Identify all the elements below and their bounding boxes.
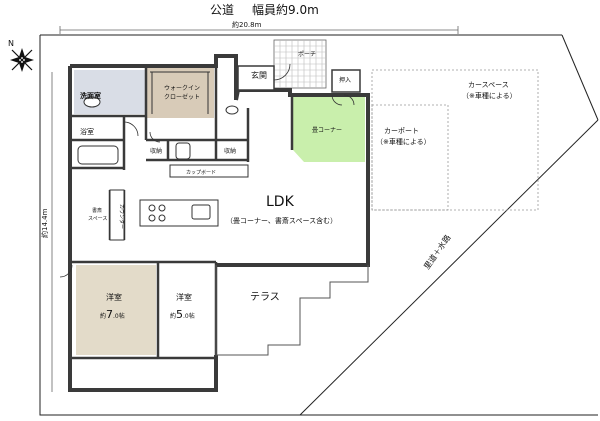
western-room-5-size: 約5.0帖 (170, 308, 195, 321)
car-space-area (371, 69, 539, 211)
top-dimension-label: 約20.8m (232, 20, 262, 29)
carport-note: （※車種による） (376, 137, 431, 146)
compass-icon: N (8, 39, 34, 72)
stove-icon (148, 204, 166, 222)
tatami-corner-fill (293, 96, 365, 162)
walkin-label-2: クローゼット (164, 93, 200, 101)
road-width: 幅員約9.0m (252, 2, 319, 17)
bath-label: 浴室 (80, 127, 94, 136)
kitchen-sink-icon (191, 204, 211, 220)
door-swings (59, 63, 355, 278)
western-room-7-name: 洋室 (106, 292, 122, 302)
washroom-label: 洗面室 (80, 91, 101, 100)
waterway-label: 里道＋水路 (421, 233, 452, 272)
entrance-label: 玄関 (251, 70, 267, 80)
site-boundary-right (561, 34, 599, 121)
sink-icon (83, 96, 101, 108)
ldk-label: LDK (266, 194, 295, 210)
storage-label-a: 収納 (150, 147, 162, 155)
counter-label: カウンター (118, 204, 125, 229)
western-room-5-name: 洋室 (176, 292, 192, 302)
carport-area (371, 104, 449, 211)
western-room-7-size: 約7.0帖 (100, 308, 125, 321)
study-label-1: 書斎 (92, 207, 102, 214)
washroom-fill (74, 70, 145, 114)
road-name: 公道 (210, 3, 234, 17)
car-space-note: （※車種による） (462, 91, 517, 100)
walkin-closet-fill (146, 68, 214, 118)
site-boundary-diagonal (562, 35, 598, 415)
study-label-2: スペース (88, 216, 107, 222)
waterway-boundary (299, 119, 599, 416)
walkin-label-1: ウォークイン (164, 84, 200, 92)
terrace-label: テラス (250, 291, 280, 303)
bathtub-icon (77, 145, 119, 165)
study-counter (109, 189, 125, 241)
cupboard-counter (169, 164, 249, 178)
ldk-note: （畳コーナー、書斎スペース含む） (226, 216, 337, 225)
toilet-sink-icon (225, 105, 239, 115)
car-space-label: カースペース (468, 81, 509, 89)
entrance-area (237, 65, 275, 91)
carport-label: カーポート (384, 127, 419, 135)
left-dimension-label: 約14.4m (40, 208, 49, 238)
terrace-outline (215, 265, 369, 356)
cupboard-label: カップボード (186, 169, 216, 176)
toilet-icon (175, 142, 191, 160)
porch-label: ポーチ (298, 50, 316, 58)
storage-label-b: 収納 (224, 147, 236, 155)
closet-shelves (150, 71, 210, 114)
oshiire-label: 押入 (339, 76, 351, 84)
western-room-7-fill (76, 265, 156, 355)
porch-tiles (273, 39, 327, 89)
compass-label: N (8, 39, 14, 48)
oshiire-box (331, 69, 361, 93)
site-boundary (39, 52, 598, 416)
kitchen-island (139, 199, 219, 227)
tatami-label: 畳コーナー (312, 127, 342, 134)
